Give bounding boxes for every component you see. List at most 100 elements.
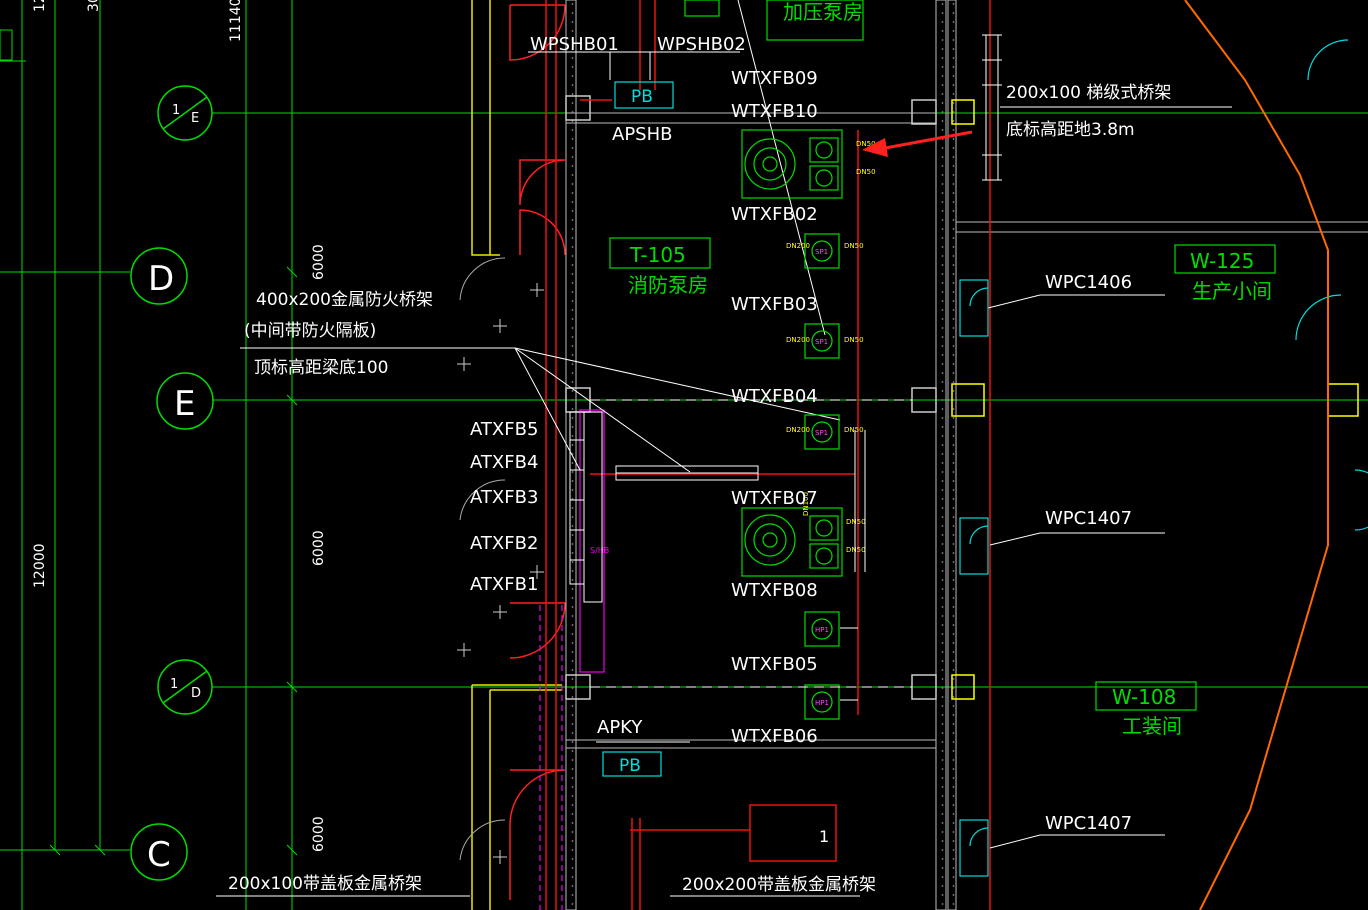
hatch-dot (571, 651, 574, 653)
white-labels: WPSHB01 WPSHB02 APSHB APKY WTXFB09 WTXFB… (470, 34, 1132, 834)
label-wpc1407-a: WPC1407 (1045, 508, 1132, 529)
hatch-dot (571, 66, 574, 68)
hatch-dot (571, 723, 574, 725)
hatch-dot (571, 372, 574, 374)
grid-bubble-icon[interactable] (130, 247, 188, 305)
label-wtxfb03: WTXFB03 (731, 294, 818, 315)
svg-text:DN50: DN50 (846, 546, 866, 554)
hatch-dot (571, 246, 574, 248)
hatch-dot (571, 273, 574, 275)
hatch-dot (941, 615, 944, 617)
hatch-dot (571, 93, 574, 95)
hatch-dot (941, 723, 944, 725)
hatch-dot (571, 804, 574, 806)
hatch-dot (952, 453, 955, 455)
svg-text:DN50: DN50 (844, 242, 864, 250)
hatch-dot (941, 624, 944, 626)
svg-text:DN50: DN50 (856, 168, 876, 176)
hatch-dot (571, 201, 574, 203)
hatch-dot (952, 120, 955, 122)
hatch-dot (952, 867, 955, 869)
hatch-dot (571, 264, 574, 266)
hatch-dot (941, 786, 944, 788)
grid-bubble-icon[interactable] (157, 85, 213, 141)
hatch-dot (571, 759, 574, 761)
hatch-dot (571, 282, 574, 284)
hatch-dot (941, 768, 944, 770)
room-booster: 加压泵房 (783, 0, 863, 24)
hatch-dot (941, 156, 944, 158)
room-production-code: W-125 (1190, 249, 1254, 273)
red-arrow-icon[interactable] (862, 130, 973, 157)
hatch-dot (571, 21, 574, 23)
hatch-dot (571, 552, 574, 554)
svg-text:DN200: DN200 (786, 242, 810, 250)
hatch-dot (952, 831, 955, 833)
hatch-dot (941, 264, 944, 266)
hatch-dot (952, 327, 955, 329)
hatch-dot (571, 777, 574, 779)
axis-1d-bottom: D (191, 686, 201, 701)
hatch-dot (952, 759, 955, 761)
hatch-dot (952, 309, 955, 311)
hatch-dot (952, 498, 955, 500)
hatch-dot (941, 84, 944, 86)
hatch-dot (952, 561, 955, 563)
hatch-dot (571, 498, 574, 500)
hatch-dot (952, 822, 955, 824)
hatch-dot (952, 471, 955, 473)
hatch-dot (571, 678, 574, 680)
axis-1e-bottom: E (191, 111, 199, 126)
hatch-dot (952, 723, 955, 725)
hatch-dot (571, 435, 574, 437)
hatch-dot (941, 345, 944, 347)
hatch-dot (571, 606, 574, 608)
hatch-dot (941, 705, 944, 707)
door-swing-icon[interactable] (459, 257, 506, 861)
hatch-dot (952, 696, 955, 698)
label-wpshb01: WPSHB01 (530, 34, 619, 55)
label-atxfb2: ATXFB2 (470, 533, 538, 554)
grid-bubble-icon[interactable] (130, 823, 188, 881)
pipe-risers (840, 430, 866, 701)
hatch-dot (941, 759, 944, 761)
hatch-dot (941, 885, 944, 887)
hatch-dot (941, 174, 944, 176)
hatch-dot (571, 75, 574, 77)
hatch-dot (571, 462, 574, 464)
svg-text:DN100: DN100 (802, 492, 810, 516)
hatch-dot (952, 768, 955, 770)
hatch-dot (952, 651, 955, 653)
hatch-dot (571, 669, 574, 671)
grid-bubble-icon[interactable] (157, 659, 213, 715)
hatch-dot (941, 471, 944, 473)
grid-bubble-icon[interactable] (156, 372, 214, 430)
wall-hatch-dots (571, 3, 955, 905)
hatch-dot (952, 48, 955, 50)
pump-icon[interactable] (684, 0, 843, 199)
hatch-dot (571, 903, 574, 905)
door-swing-icon[interactable] (509, 4, 566, 900)
hatch-dot (571, 12, 574, 14)
label-wpshb02: WPSHB02 (657, 34, 746, 55)
room-tags (609, 0, 1276, 711)
distribution-box-icon[interactable] (749, 804, 837, 862)
pump-icon[interactable] (741, 507, 843, 577)
axis-e-label: E (174, 384, 195, 424)
hatch-dot (941, 840, 944, 842)
hatch-dot (941, 678, 944, 680)
hatch-dot (941, 453, 944, 455)
hatch-dot (941, 570, 944, 572)
box-number: 1 (819, 827, 829, 846)
hatch-dot (952, 102, 955, 104)
hatch-dot (941, 696, 944, 698)
pump-icon[interactable] (804, 233, 840, 720)
hatch-dot (941, 111, 944, 113)
hatch-dot (941, 552, 944, 554)
label-atxfb5: ATXFB5 (470, 419, 538, 440)
hatch-dot (571, 57, 574, 59)
label-wtxfb08: WTXFB08 (731, 580, 818, 601)
hatch-dot (571, 39, 574, 41)
hatch-dot (952, 246, 955, 248)
